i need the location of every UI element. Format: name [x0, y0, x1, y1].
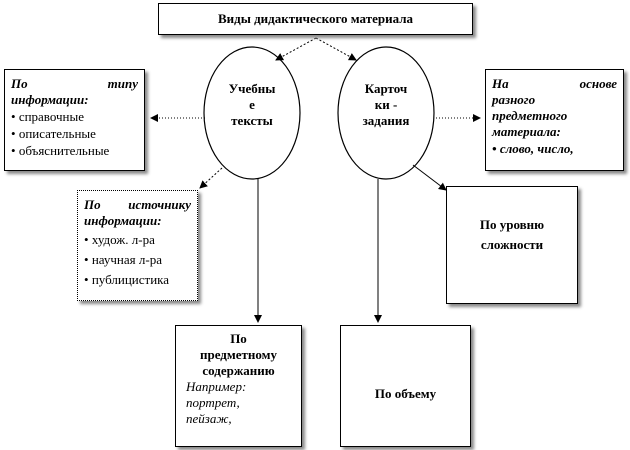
info-type-list: справочные описательные объяснительные — [11, 108, 138, 159]
list-item: публицистика — [84, 271, 191, 288]
material-list: слово, число, — [492, 140, 617, 157]
list-item: слово, число, — [492, 140, 617, 157]
box-complexity: По уровню сложности — [446, 186, 578, 304]
material-heading-line: разного — [492, 92, 536, 107]
list-item: научная л-ра — [84, 251, 191, 268]
content-line: содержанию — [202, 363, 275, 378]
complexity-line: По уровню — [479, 217, 545, 232]
info-source-heading-line1: По источнику — [84, 197, 191, 213]
info-source-list: худож. л-ра научная л-ра публицистика — [84, 231, 191, 288]
box-subject-content: По предметному содержанию Например: порт… — [175, 325, 302, 447]
heading-word: источнику — [128, 197, 191, 212]
circle-right-line: задания — [362, 113, 410, 128]
circle-task-cards — [337, 46, 435, 180]
circle-right-line: ки - — [374, 97, 398, 112]
heading-word: типу — [107, 76, 138, 91]
heading-word: По — [11, 76, 28, 91]
list-item: справочные — [11, 108, 138, 125]
title-box: Виды дидактического материала — [158, 3, 473, 35]
heading-word: На — [492, 76, 509, 91]
material-heading-line: материала: — [492, 124, 561, 139]
circle-left-line: Учебны — [228, 81, 276, 96]
box-volume: По объему — [340, 325, 471, 447]
material-heading-line1: На основе — [492, 76, 617, 92]
example-line: портрет, — [186, 395, 240, 410]
content-line: По — [230, 331, 247, 346]
circle-right-line: Карточ — [364, 81, 408, 96]
arrow-title-to-cards — [315, 37, 357, 61]
complexity-line: сложности — [480, 237, 544, 252]
circle-right-label: Карточ ки - задания — [346, 81, 426, 129]
circle-left-line: е — [249, 97, 255, 112]
arrow-cards-to-complexity — [412, 164, 447, 191]
example-line: Например: — [186, 379, 247, 394]
box-info-source: По источнику информации: худож. л-ра нау… — [77, 190, 198, 301]
material-heading-line: предметного — [492, 108, 568, 123]
heading-word: По — [84, 197, 101, 212]
list-item: описательные — [11, 125, 138, 142]
arrow-texts-to-source — [199, 167, 223, 189]
volume-label: По объему — [374, 386, 437, 401]
list-item: объяснительные — [11, 142, 138, 159]
info-type-heading-line1: По типу — [11, 76, 138, 92]
example-line: пейзаж, — [186, 411, 232, 426]
content-line: предметному — [199, 347, 277, 362]
info-source-heading-line2: информации: — [84, 213, 162, 228]
info-type-heading-line2: информации: — [11, 92, 89, 107]
circle-left-label: Учебны е тексты — [212, 81, 292, 129]
box-info-type: По типу информации: справочные описатель… — [4, 69, 145, 171]
box-subject-material: На основе разного предметного материала:… — [485, 69, 624, 171]
circle-educational-texts — [203, 46, 301, 180]
circle-left-line: тексты — [231, 113, 273, 128]
list-item: худож. л-ра — [84, 231, 191, 248]
heading-word: основе — [579, 76, 617, 91]
page-title: Виды дидактического материала — [217, 11, 414, 26]
arrow-title-to-texts — [275, 37, 317, 61]
